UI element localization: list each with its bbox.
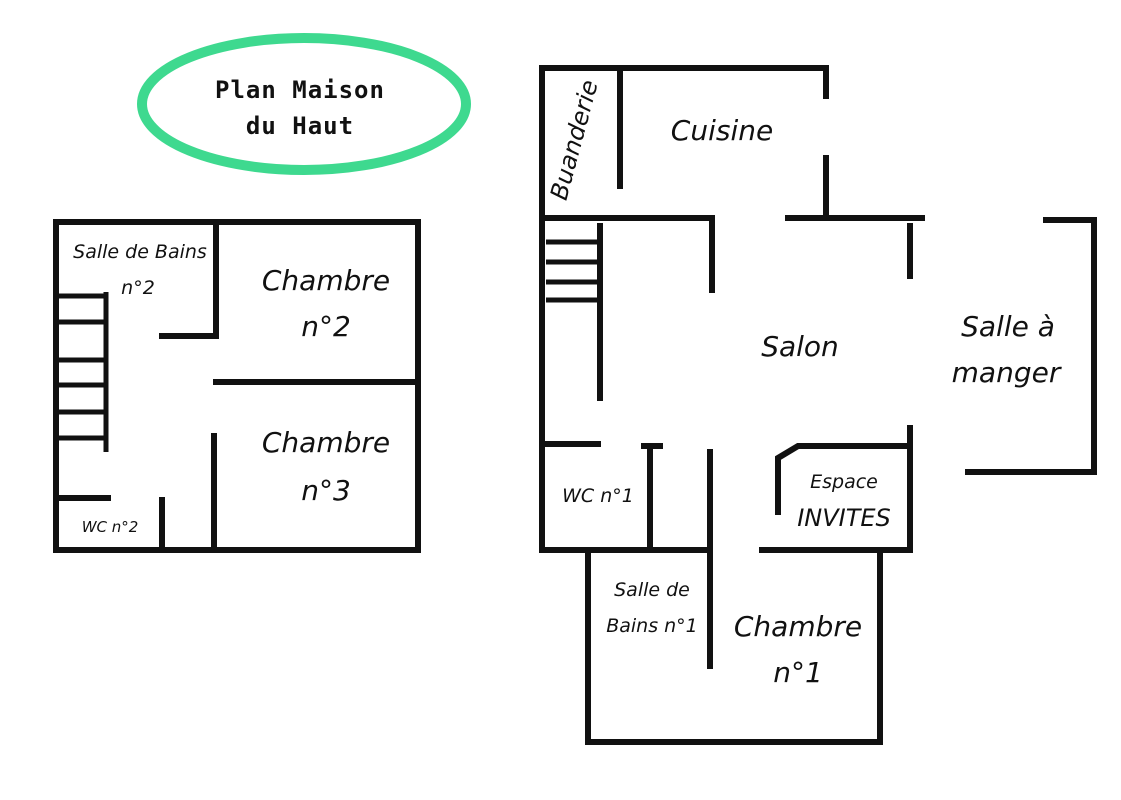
title-line-2: du Haut — [246, 112, 354, 140]
label-wc-2: WC n°2 — [82, 518, 139, 536]
upper-staircase — [58, 292, 109, 452]
title-line-1: Plan Maison — [215, 76, 385, 104]
label-espace-invites-2: INVITES — [797, 504, 891, 532]
title-ellipse — [137, 33, 471, 175]
upper-outer-walls — [53, 219, 421, 553]
label-chambre-3: Chambre — [262, 426, 390, 459]
label-chambre-1-num: n°1 — [773, 656, 823, 689]
ground-wall-espace-invites — [775, 443, 907, 515]
label-espace-invites: Espace — [810, 471, 878, 493]
label-chambre-1: Chambre — [734, 610, 862, 643]
ground-staircase — [546, 239, 598, 303]
label-salle-de-bains-2-num: n°2 — [121, 277, 155, 299]
label-salle-de-bains-1: Salle de — [614, 579, 690, 601]
label-salon: Salon — [761, 330, 839, 363]
label-buanderie: Buanderie — [545, 77, 604, 203]
label-chambre-2-num: n°2 — [301, 310, 351, 343]
label-chambre-3-num: n°3 — [301, 474, 351, 507]
label-salle-a-manger-2: manger — [952, 356, 1062, 389]
label-salle-a-manger: Salle à — [961, 310, 1055, 343]
label-cuisine: Cuisine — [671, 114, 773, 147]
upper-floor-plan: Salle de Bains n°2 Chambre n°2 Chambre n… — [53, 219, 421, 553]
label-salle-de-bains-2: Salle de Bains — [73, 241, 207, 263]
label-chambre-2: Chambre — [262, 264, 390, 297]
label-wc-1: WC n°1 — [562, 485, 634, 507]
label-salle-de-bains-1-num: Bains n°1 — [606, 615, 698, 637]
title-badge: Plan Maison du Haut — [137, 33, 471, 175]
ground-floor-plan: Buanderie Cuisine Salon Salle à manger W… — [539, 65, 1097, 745]
